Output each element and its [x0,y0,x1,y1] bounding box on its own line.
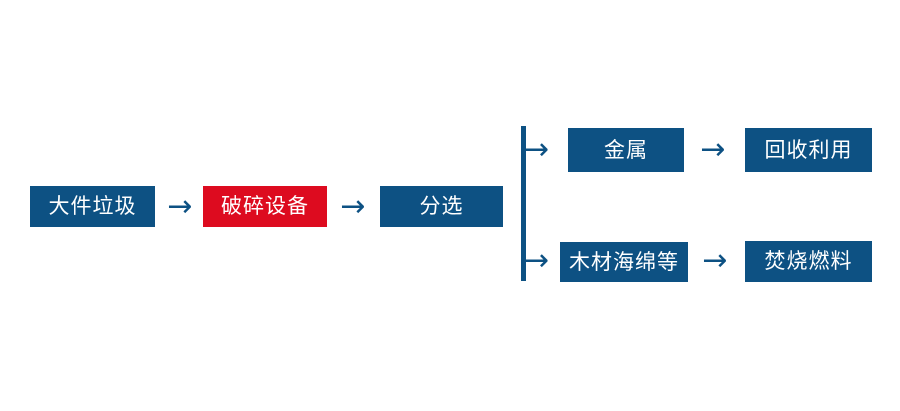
arrow-right-icon-branch-metal: → [524,132,550,167]
node-crusher-label: 破碎设备 [221,194,309,218]
node-bulky-waste[interactable]: 大件垃圾 [30,186,155,227]
arrow-right-icon-branch-wood-sponge: → [524,243,550,278]
node-crusher[interactable]: 破碎设备 [203,186,327,227]
node-bulky-waste-label: 大件垃圾 [48,194,137,218]
arrow-right-icon-metal-to-recycle: → [700,132,726,167]
node-wood-sponge[interactable]: 木材海绵等 [560,242,688,282]
arrow-right-icon-bulky-to-crusher: → [167,189,193,224]
arrow-right-icon-crusher-to-sorting: → [340,189,366,224]
node-wood-sponge-label: 木材海绵等 [569,249,679,274]
node-metal[interactable]: 金属 [568,128,684,172]
node-incineration-fuel[interactable]: 焚烧燃料 [745,241,872,282]
node-metal-label: 金属 [604,137,648,162]
branch-connector-vertical-line [521,126,526,281]
node-sorting[interactable]: 分选 [380,186,503,227]
node-recycle-label: 回收利用 [764,137,853,162]
node-incineration-fuel-label: 焚烧燃料 [764,249,853,273]
node-recycle[interactable]: 回收利用 [745,128,872,172]
arrow-right-icon-wood-to-fuel: → [702,243,728,278]
node-sorting-label: 分选 [419,194,464,218]
